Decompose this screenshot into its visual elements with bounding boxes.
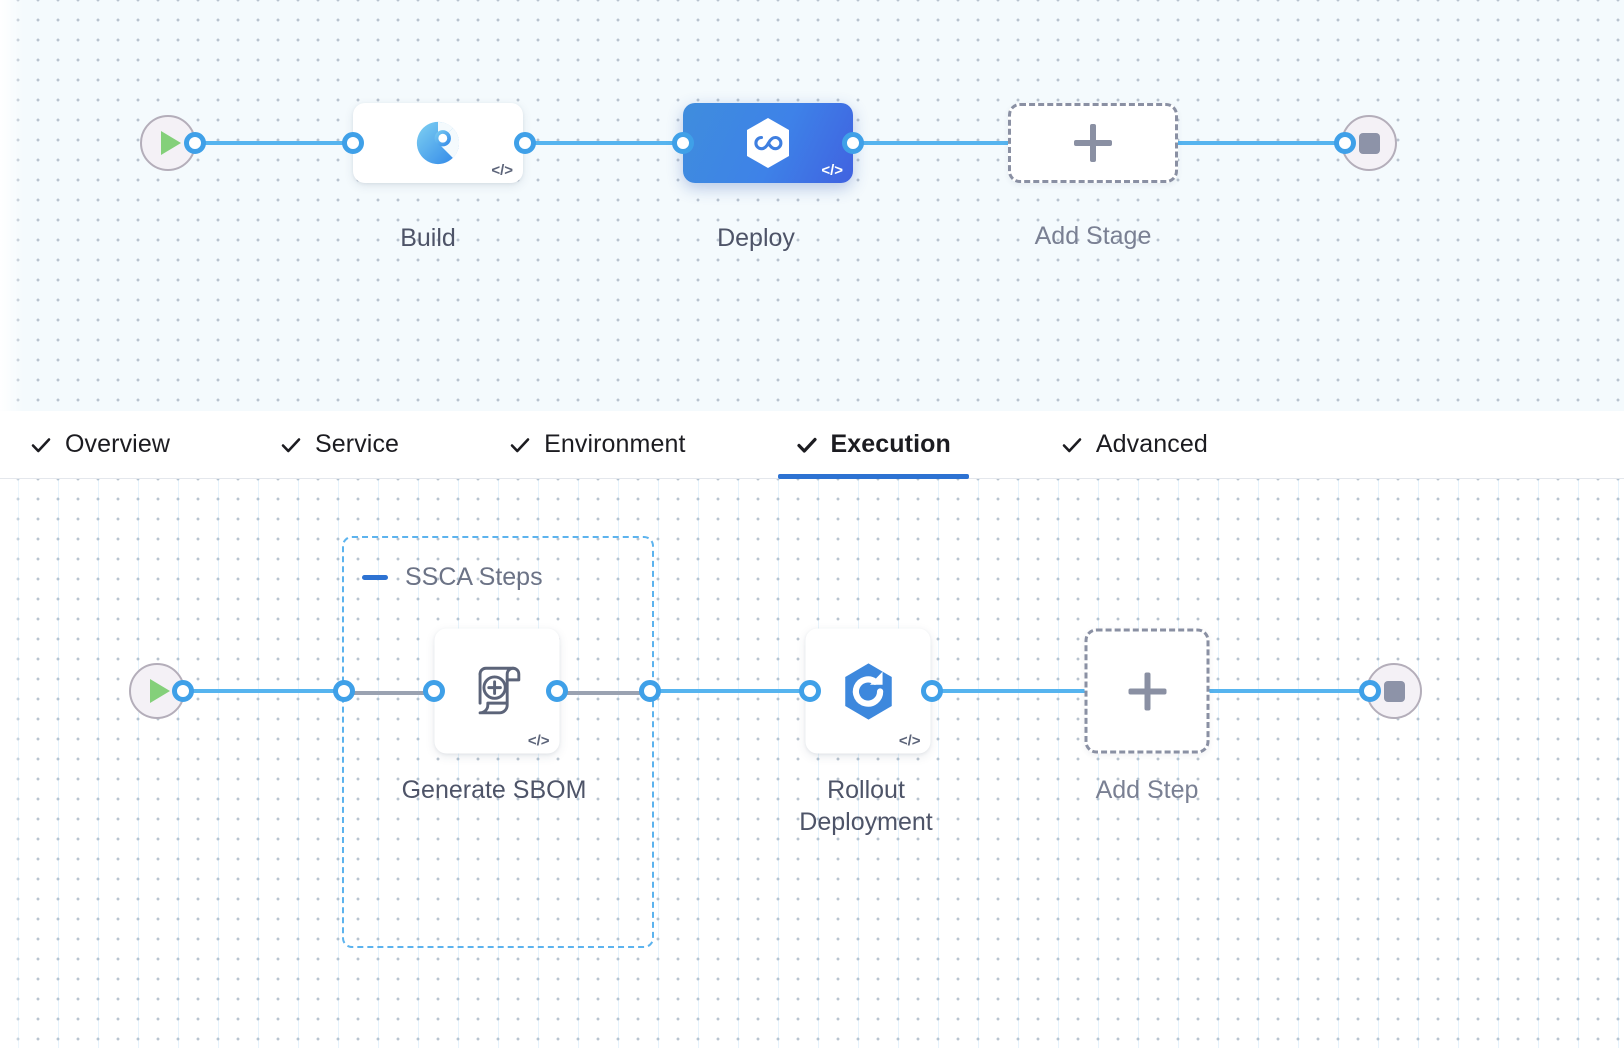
connector-sbom-to-group-exit-dashed	[557, 691, 650, 695]
play-icon	[150, 679, 170, 703]
build-in-port[interactable]	[342, 132, 364, 154]
generate-sbom-in-port[interactable]	[423, 680, 445, 702]
group-entry-port[interactable]	[333, 680, 355, 702]
stage-label-build: Build	[400, 224, 456, 252]
connector-group-entry-dashed	[344, 691, 434, 695]
tab-service[interactable]: Service	[280, 411, 399, 479]
rollout-out-port[interactable]	[921, 680, 943, 702]
stage-node-build[interactable]: </>	[353, 103, 523, 183]
execution-start-out-port[interactable]	[172, 680, 194, 702]
add-stage-label: Add Stage	[1034, 222, 1152, 250]
check-icon	[796, 434, 818, 456]
tab-advanced[interactable]: Advanced	[1061, 411, 1208, 479]
rollout-hexagon-refresh-icon	[837, 660, 899, 722]
minus-icon[interactable]	[362, 575, 388, 580]
stop-icon	[1358, 132, 1380, 154]
play-icon	[161, 131, 181, 155]
deploy-out-port[interactable]	[842, 132, 864, 154]
scroll-plus-icon	[466, 660, 528, 722]
step-label-generate-sbom: Generate SBOM	[401, 776, 587, 804]
plus-icon	[1128, 672, 1166, 710]
connector-addstage-to-end	[1170, 141, 1350, 145]
step-label-rollout-deployment: Rollout Deployment	[799, 776, 933, 836]
deploy-hexagon-infinity-icon	[742, 116, 794, 170]
canvas-left-fade	[0, 0, 24, 411]
connector-start-to-build	[190, 141, 355, 145]
deploy-in-port[interactable]	[672, 132, 694, 154]
stage-end-in-port[interactable]	[1334, 132, 1356, 154]
tab-label: Overview	[65, 430, 170, 458]
check-icon	[509, 434, 531, 456]
connector-addstep-to-end	[1208, 689, 1368, 693]
add-step-label: Add Step	[1095, 776, 1199, 804]
add-step-button[interactable]	[1084, 628, 1210, 754]
stage-start-out-port[interactable]	[184, 132, 206, 154]
check-icon	[280, 434, 302, 456]
tab-label: Service	[315, 430, 400, 458]
tab-label: Environment	[544, 430, 686, 458]
build-ci-icon	[415, 120, 461, 166]
stage-graph-canvas[interactable]: </> Build </> Deploy Add Stage	[0, 0, 1624, 411]
stage-node-deploy[interactable]: </>	[683, 103, 853, 183]
code-badge-icon: </>	[821, 162, 843, 179]
step-group-title: SSCA Steps	[405, 563, 543, 591]
connector-rollout-to-addstep	[928, 689, 1086, 693]
check-icon	[30, 434, 52, 456]
step-node-generate-sbom[interactable]: </>	[434, 628, 560, 754]
execution-end-in-port[interactable]	[1359, 680, 1381, 702]
stop-icon	[1383, 680, 1405, 702]
check-icon	[1061, 434, 1083, 456]
code-badge-icon: </>	[491, 162, 513, 179]
canvas-left-fade	[0, 479, 24, 1048]
add-stage-button[interactable]	[1008, 103, 1178, 183]
code-badge-icon: </>	[898, 732, 921, 750]
plus-icon	[1074, 124, 1112, 162]
step-group-header[interactable]: SSCA Steps	[362, 563, 543, 592]
connector-group-to-rollout	[650, 689, 810, 693]
step-node-rollout-deployment[interactable]: </>	[805, 628, 931, 754]
execution-graph-canvas[interactable]: SSCA Steps	[0, 479, 1624, 1048]
tab-overview[interactable]: Overview	[30, 411, 170, 479]
stage-label-deploy: Deploy	[717, 224, 795, 252]
tab-label: Advanced	[1095, 430, 1208, 458]
stage-config-tabs[interactable]: Overview Service Environment Execution A	[0, 411, 1624, 479]
connector-deploy-to-addstage	[849, 141, 1017, 145]
tab-execution[interactable]: Execution	[777, 411, 970, 479]
build-out-port[interactable]	[514, 132, 536, 154]
rollout-in-port[interactable]	[799, 680, 821, 702]
tab-label: Execution	[830, 430, 951, 458]
step-group-ssca[interactable]	[342, 536, 654, 948]
generate-sbom-out-port[interactable]	[546, 680, 568, 702]
tab-environment[interactable]: Environment	[509, 411, 685, 479]
code-badge-icon: </>	[527, 732, 550, 750]
connector-start-to-group	[180, 689, 344, 693]
connector-build-to-deploy	[521, 141, 686, 145]
group-exit-port[interactable]	[639, 680, 661, 702]
stage-end-node[interactable]	[1341, 115, 1397, 171]
